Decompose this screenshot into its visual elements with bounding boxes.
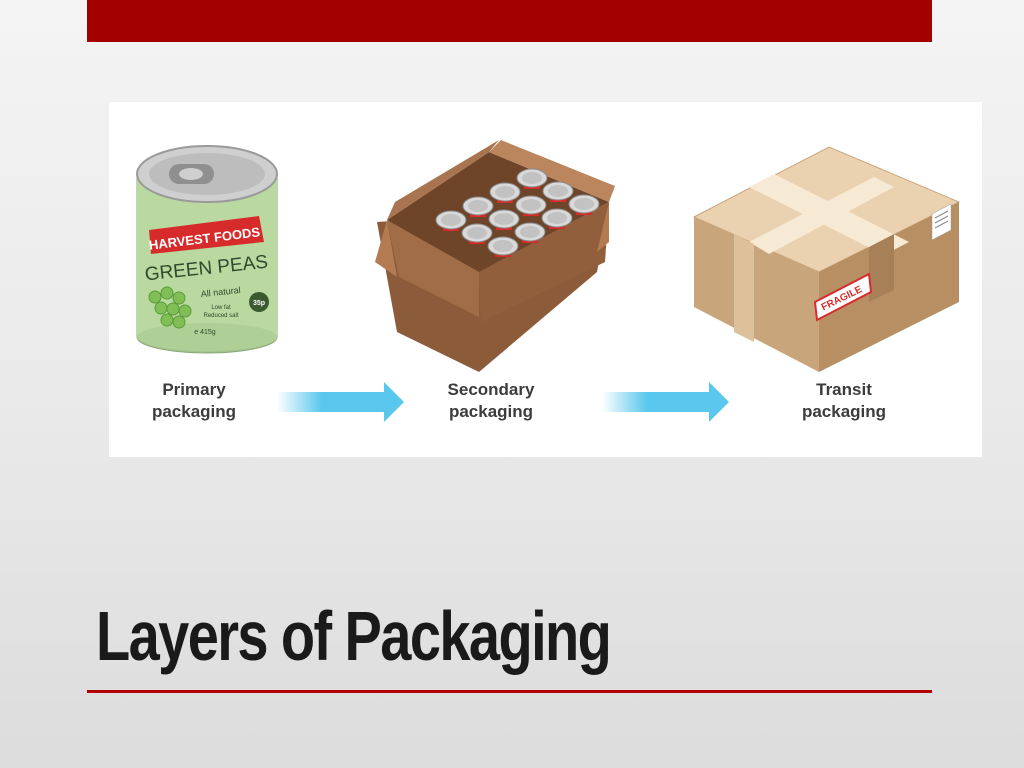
stage-label-primary: Primary packaging (109, 379, 279, 423)
can-tops-grid (435, 168, 600, 257)
packaging-diagram: HARVEST FOODS GREEN PEAS All natural Low… (109, 102, 982, 457)
stage-label-primary-line1: Primary (162, 380, 226, 399)
can-top-icon (435, 210, 467, 231)
diagram-canvas: HARVEST FOODS GREEN PEAS All natural Low… (136, 140, 961, 422)
arrow-primary-to-secondary (277, 382, 404, 422)
stage-label-secondary-line2: packaging (448, 402, 534, 421)
stage-label-secondary: Secondary packaging (406, 379, 576, 423)
can-top-icon (568, 194, 600, 215)
pull-tab-icon (169, 164, 214, 184)
stage-label-transit-line2: packaging (801, 402, 887, 421)
can-top-icon (489, 182, 521, 203)
can-note2-text: Reduced salt (203, 313, 238, 319)
title-underline (87, 690, 932, 693)
stage-label-primary-line2: packaging (151, 402, 237, 421)
stage-label-transit: Transit packaging (759, 379, 929, 423)
can-weight-text: e 415g (194, 329, 216, 336)
can-top-icon (461, 223, 493, 244)
can-top-icon (515, 195, 547, 216)
can-top-icon (516, 168, 548, 189)
stage-label-secondary-line1: Secondary (447, 380, 535, 399)
can-top-icon (462, 196, 494, 217)
stage-label-transit-line1: Transit (816, 380, 872, 399)
can-tagline-text: All natural (200, 285, 241, 299)
top-accent-bar (87, 0, 932, 42)
slide-title: Layers of Packaging (96, 597, 612, 675)
transit-box-illustration: FRAGILE (692, 146, 961, 372)
secondary-box-illustration (375, 140, 615, 372)
arrow-secondary-to-transit (602, 382, 729, 422)
can-top-icon (541, 208, 573, 229)
can-top-icon (514, 222, 546, 243)
can-top-icon (487, 236, 519, 257)
peas-icon (148, 286, 192, 329)
shipping-label-icon (931, 203, 952, 241)
can-top-icon (542, 181, 574, 202)
can-illustration: HARVEST FOODS GREEN PEAS All natural Low… (136, 145, 278, 354)
can-note1-text: Low fat (211, 305, 231, 311)
can-top-icon (488, 209, 520, 230)
can-price-text: 35p (253, 300, 265, 307)
